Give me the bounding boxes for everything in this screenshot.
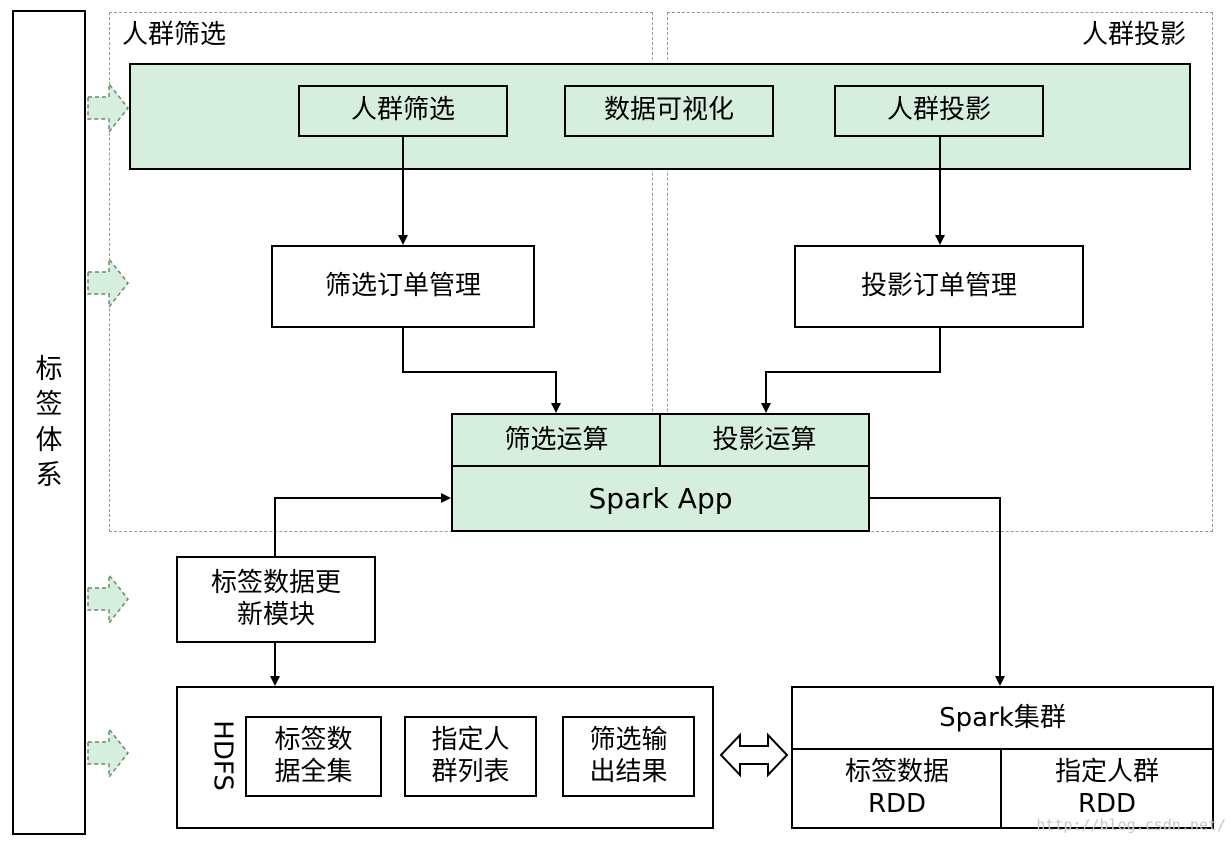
sidebar-arrow-icon: [87, 572, 129, 626]
spark-app-box: Spark App: [451, 465, 870, 532]
projection-entry-box: 人群投影: [834, 85, 1044, 137]
tag-system-char: 标: [35, 354, 63, 386]
hdfs-item-line: 群列表: [431, 756, 510, 787]
spark-cluster-target-rdd: 指定人群 RDD: [1000, 748, 1214, 829]
filter-order-mgmt-box: 筛选订单管理: [271, 245, 535, 328]
rdd-line: 指定人群: [1054, 757, 1159, 788]
filter-op-box: 筛选运算: [451, 413, 662, 468]
hdfs-item-tag-full-set: 标签数 据全集: [245, 716, 382, 797]
arrow-filter-order-to-op: [402, 328, 561, 413]
tag-system-sidebar: 标 签 体 系: [12, 10, 86, 835]
filter-entry-box: 人群筛选: [298, 85, 508, 137]
arrow-update-to-spark-app: [274, 493, 451, 556]
tag-system-char: 体: [35, 424, 63, 456]
projection-region-title: 人群投影: [1081, 20, 1186, 50]
hdfs-item-line: 标签数: [274, 725, 353, 756]
projection-order-mgmt-box: 投影订单管理: [794, 245, 1084, 328]
tag-system-char: 系: [35, 459, 63, 491]
rdd-line: 标签数据: [844, 757, 949, 788]
spark-cluster-tag-rdd: 标签数据 RDD: [791, 748, 1003, 829]
tag-update-line2: 新模块: [236, 599, 315, 630]
double-arrow-hdfs-cluster: [719, 732, 789, 778]
projection-region: [667, 12, 1213, 532]
hdfs-item-line: 出结果: [589, 756, 668, 787]
tag-update-line1: 标签数据更: [210, 568, 341, 599]
rdd-line: RDD: [867, 788, 927, 819]
sidebar-arrow-icon: [87, 81, 129, 135]
sidebar-arrow-icon: [87, 726, 129, 780]
arrow-spark-app-to-cluster: [870, 497, 1005, 686]
visualize-box: 数据可视化: [564, 85, 774, 137]
hdfs-item-target-list: 指定人 群列表: [404, 716, 537, 797]
sidebar-arrow-icon: [87, 256, 129, 310]
tag-system-char: 签: [35, 389, 63, 421]
filter-region-title: 人群筛选: [122, 20, 227, 50]
hdfs-item-line: 指定人: [431, 725, 510, 756]
arrow-projection-order-to-op: [761, 328, 941, 413]
tag-update-module-box: 标签数据更 新模块: [176, 556, 376, 643]
watermark: http://blog.csdn.net/: [1036, 816, 1226, 834]
hdfs-item-line: 筛选输: [589, 725, 668, 756]
hdfs-item-line: 据全集: [274, 756, 353, 787]
hdfs-item-filter-output: 筛选输 出结果: [562, 716, 695, 797]
rdd-line: RDD: [1077, 788, 1137, 819]
